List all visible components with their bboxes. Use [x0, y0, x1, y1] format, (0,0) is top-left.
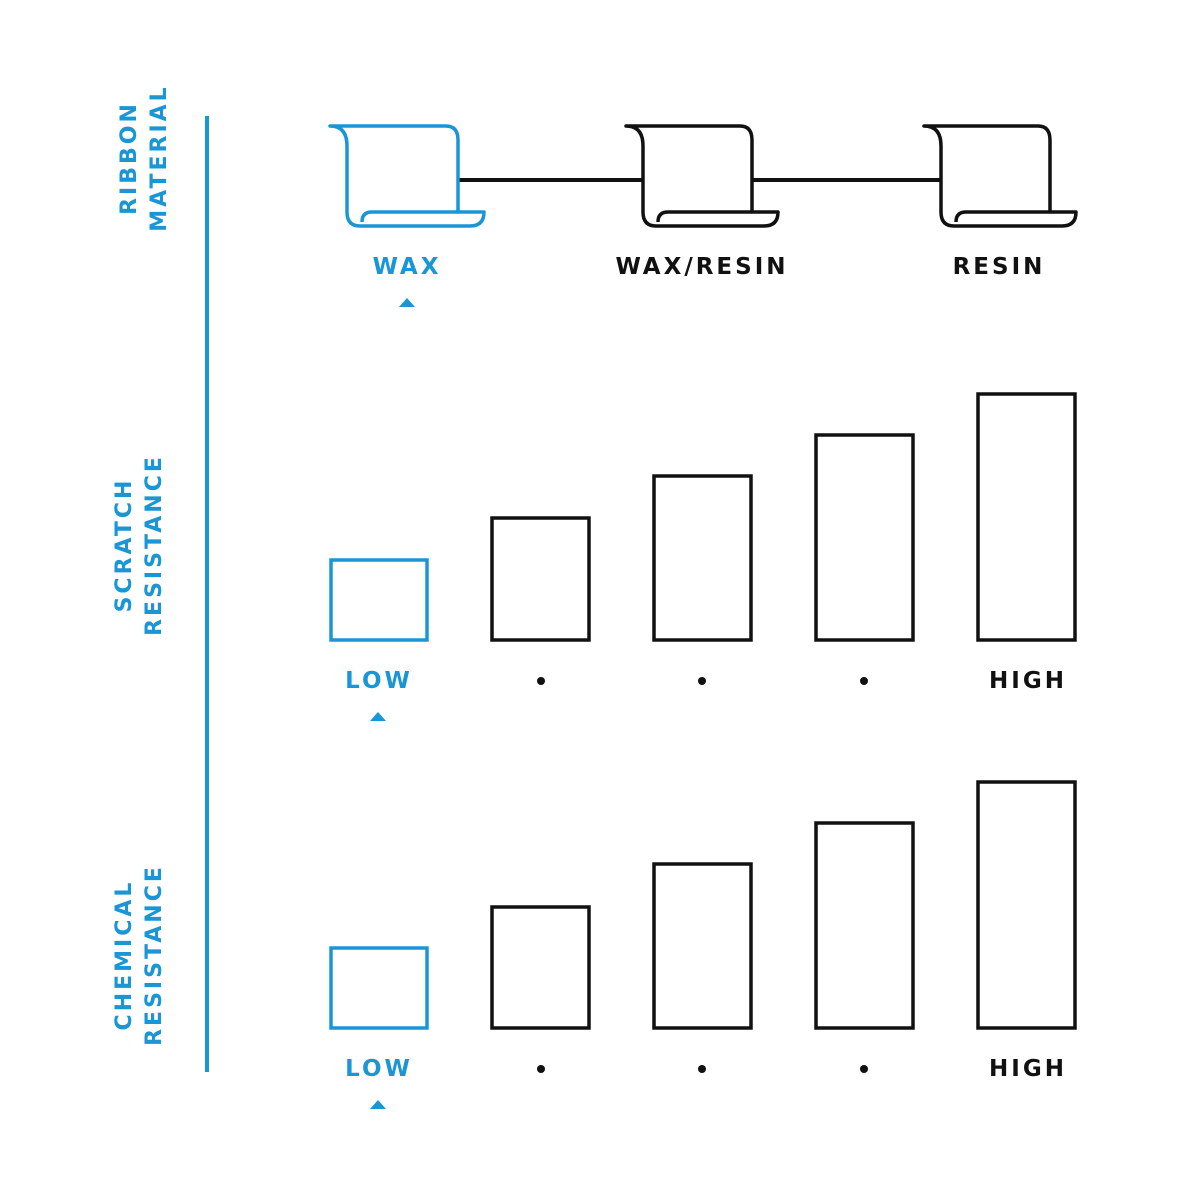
level-dot — [860, 677, 868, 685]
level-dot — [537, 1065, 545, 1073]
level-dot — [537, 677, 545, 685]
chemical-bar-4 — [814, 821, 915, 1030]
ribbon-icon-resin — [922, 124, 1078, 228]
scratch-bar-3 — [652, 474, 753, 642]
ribbon-option-resin: RESIN — [952, 254, 1046, 280]
ribbon-icon-wax — [328, 124, 486, 228]
scratch-bar-2 — [490, 516, 591, 642]
scratch-low-label: LOW — [345, 668, 413, 694]
selected-caret-icon — [370, 712, 386, 721]
scratch-bar-5 — [976, 392, 1077, 642]
divider-line — [205, 116, 209, 1072]
scratch-bar-4 — [814, 433, 915, 642]
ribbon-option-wax: WAX — [372, 254, 442, 280]
chemical-bar-1 — [329, 946, 429, 1030]
chemical-bar-5 — [976, 780, 1077, 1030]
chemical-low-label: LOW — [345, 1056, 413, 1082]
ribbon-icon-wax-resin — [624, 124, 780, 228]
level-dot — [698, 1065, 706, 1073]
chemical-bar-2 — [490, 905, 591, 1030]
ribbon-option-wax-resin: WAX/RESIN — [615, 254, 789, 280]
level-dot — [698, 677, 706, 685]
chemical-bar-3 — [652, 862, 753, 1030]
selected-caret-icon — [399, 298, 415, 307]
scratch-bar-1 — [329, 558, 429, 642]
level-dot — [860, 1065, 868, 1073]
selected-caret-icon — [370, 1100, 386, 1109]
chemical-high-label: HIGH — [989, 1056, 1067, 1082]
scratch-high-label: HIGH — [989, 668, 1067, 694]
